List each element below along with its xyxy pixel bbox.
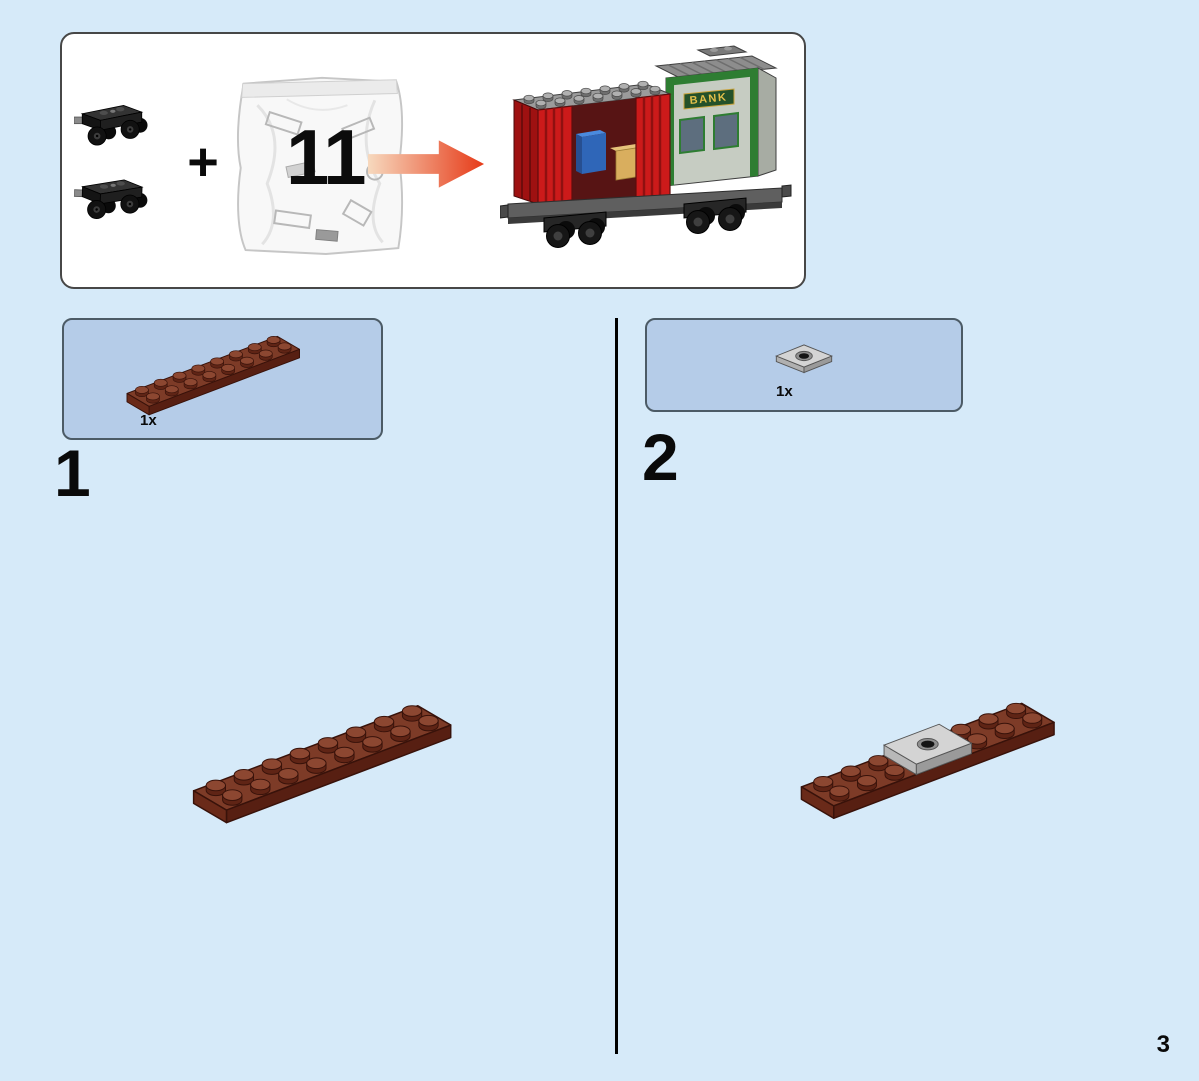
part-count-label: 1x xyxy=(776,383,793,400)
step1-assembly-image xyxy=(182,690,472,850)
step2-parts-callout: 1x xyxy=(645,318,963,412)
red-container-section xyxy=(512,80,672,205)
part-count-label: 1x xyxy=(140,412,157,429)
train-bogie-image xyxy=(72,177,149,221)
page-number: 3 xyxy=(1156,1031,1170,1058)
bank-wagon-section: BANK xyxy=(654,45,778,187)
step2-assembly-image xyxy=(790,688,1075,845)
column-divider xyxy=(615,318,618,1054)
step1-parts-callout: 1x xyxy=(62,318,383,440)
parts-bag-image xyxy=(236,76,404,256)
arrow-icon xyxy=(368,140,485,188)
inventory-header-box: + 11 xyxy=(60,32,806,289)
step2-number: 2 xyxy=(642,420,679,494)
wagon-flatbed-and-wheels xyxy=(500,184,792,248)
gray-plate-2x2-with-hole xyxy=(882,723,973,776)
bag-number: 11 xyxy=(286,113,366,201)
step1-number: 1 xyxy=(54,436,91,510)
plus-sign: + xyxy=(187,132,219,192)
plate-2x2-hole-part-image xyxy=(775,344,833,374)
bank-sign-text: BANK xyxy=(689,91,728,107)
cargo-wagon-image: BANK xyxy=(500,45,792,248)
train-bogie-image xyxy=(74,105,148,146)
